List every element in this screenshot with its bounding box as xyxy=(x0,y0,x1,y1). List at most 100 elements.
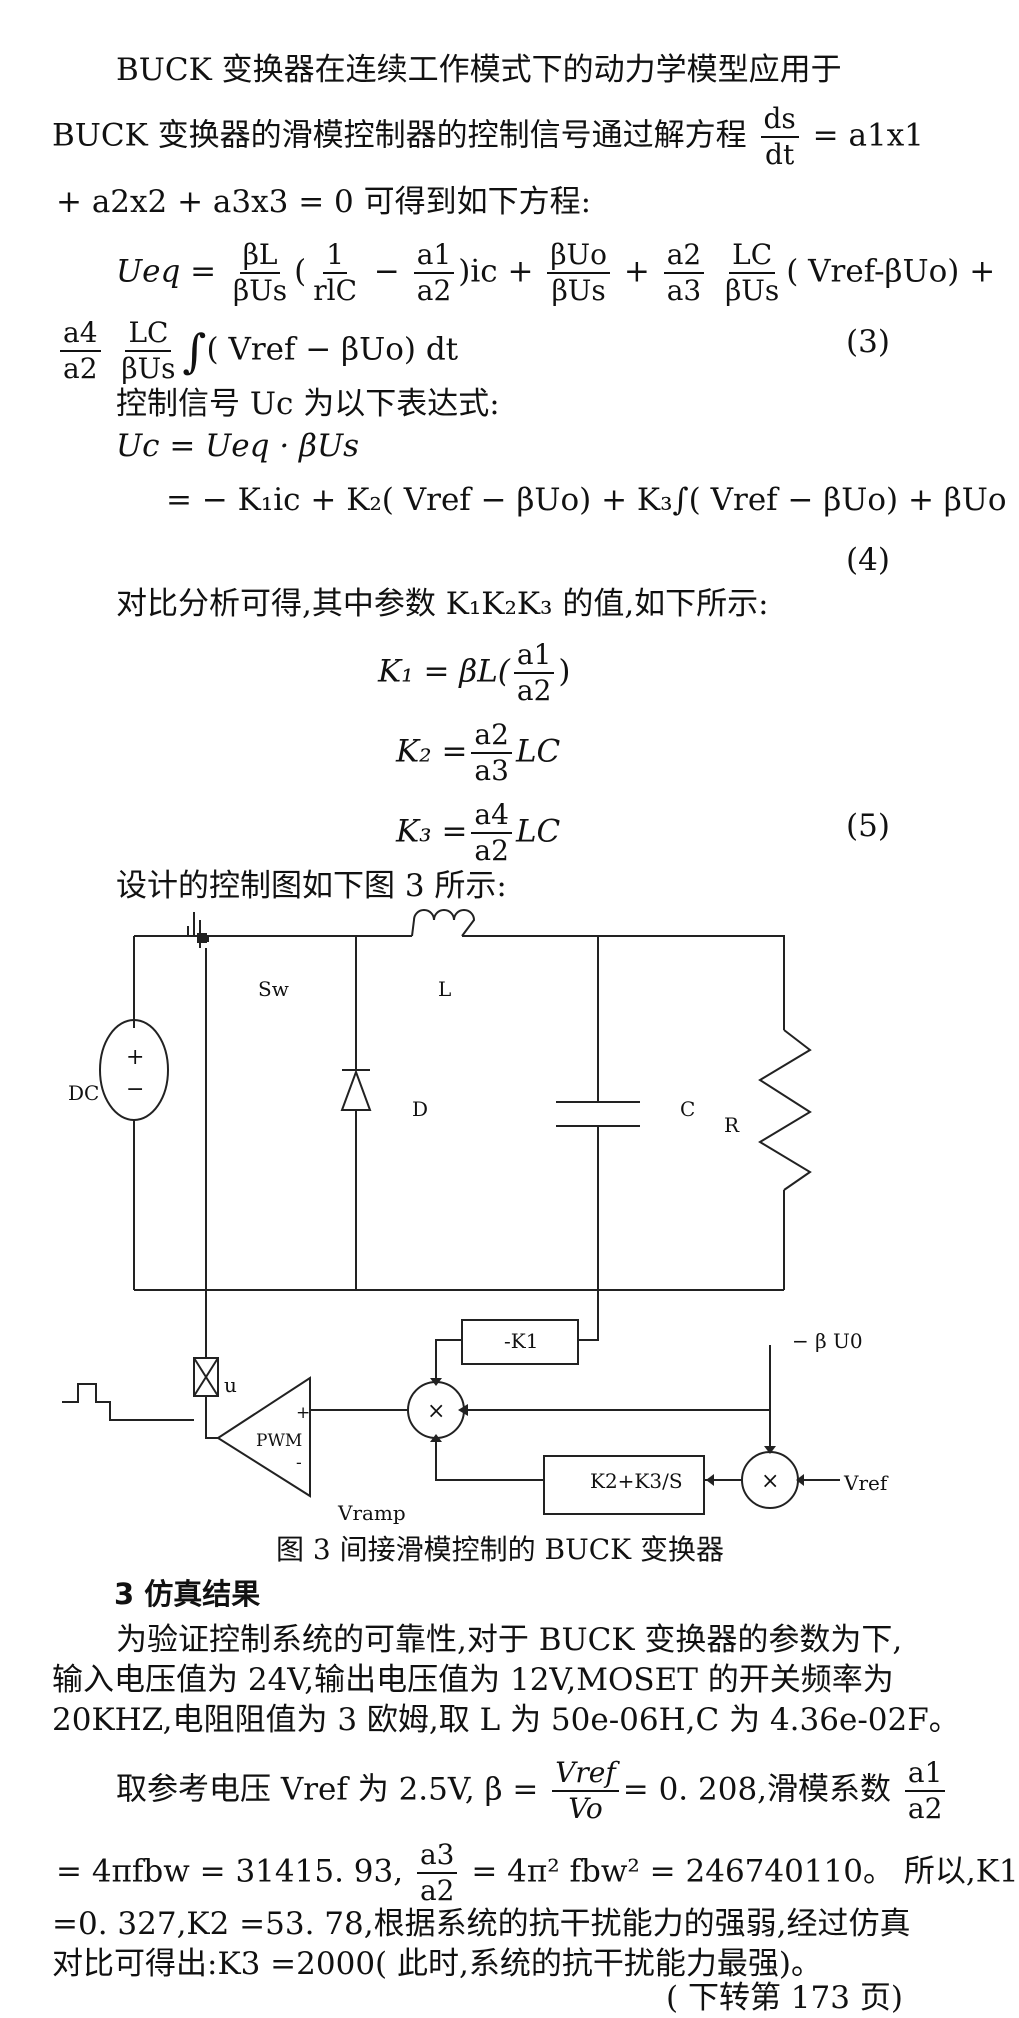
frac-den: a2 xyxy=(907,1792,943,1825)
eq4-number: (4) xyxy=(846,542,890,578)
frac-den: a3 xyxy=(666,274,702,307)
label-r: R xyxy=(724,1113,740,1137)
frac-den: βUs xyxy=(551,274,606,307)
label-u: u xyxy=(224,1373,237,1397)
para6-line3: =0. 327,K2 =53. 78,根据系统的抗干扰能力的强弱,经过仿真 xyxy=(52,1906,911,1942)
arrowhead xyxy=(430,1378,442,1386)
frac-num: LC xyxy=(729,238,776,274)
frac-den: a2 xyxy=(416,274,452,307)
frac-num: a1 xyxy=(513,638,555,674)
frac-num: 1 xyxy=(323,238,348,274)
pwm-comparator-icon xyxy=(216,1376,311,1498)
label-l: L xyxy=(438,977,451,1001)
arrowhead xyxy=(706,1474,714,1486)
label-beta-u0: − β U0 xyxy=(792,1329,863,1353)
k3-lhs: K₃ = xyxy=(396,813,468,850)
eq3-number: (3) xyxy=(846,324,890,360)
wire-pwm-to-gate xyxy=(205,1396,218,1439)
k2-tail: LC xyxy=(515,733,561,770)
k3-tail: LC xyxy=(515,813,561,850)
integral-sign: ∫ xyxy=(182,324,207,378)
frac-den: a2 xyxy=(419,1874,455,1907)
frac-num: LC xyxy=(125,316,172,352)
uc-eq: Uc = Ueq · βUs xyxy=(116,428,360,464)
eq3-tail2: ( Vref − βUo) dt xyxy=(206,331,459,368)
para6-l2-tail: = 4π² fbw² = 246740110。 所以,K1 xyxy=(471,1853,1019,1890)
mosfet-switch-icon xyxy=(187,912,234,948)
frac-den: βUs xyxy=(233,274,288,307)
eq3-plus: + xyxy=(623,253,650,290)
k23-block xyxy=(543,1455,705,1515)
para1-line1: BUCK 变换器在连续工作模式下的动力学模型应用于 xyxy=(116,52,842,88)
frac-num: a3 xyxy=(416,1838,458,1874)
frac-den: dt xyxy=(765,138,795,171)
eq3-ic: )ic + xyxy=(458,253,534,290)
para6-l2-pre: = 4πfbw = 31415. 93, xyxy=(56,1853,404,1890)
frac-den: a3 xyxy=(474,754,509,787)
frac-num: ds xyxy=(760,102,799,138)
para1-line2-tail: = a1x1 xyxy=(812,117,924,154)
frac-num: a4 xyxy=(471,798,512,834)
frac-den: Vo xyxy=(568,1792,603,1825)
frac-num: a1 xyxy=(904,1756,946,1792)
label-pwm: PWM xyxy=(256,1431,302,1451)
label-times-2: × xyxy=(761,1469,779,1494)
figure-caption: 图 3 间接滑模控制的 BUCK 变换器 xyxy=(276,1533,724,1566)
k1-block xyxy=(461,1319,579,1365)
k1-lhs: K₁ = βL( xyxy=(378,653,510,690)
arrowhead xyxy=(764,1446,776,1454)
frac-den: rlC xyxy=(313,274,358,307)
para2-line1: 控制信号 Uc 为以下表达式: xyxy=(116,386,500,422)
frac-num: a1 xyxy=(413,238,455,274)
eq3-tail1: ( Vref-βUo) + xyxy=(786,253,996,290)
section-heading: 3 仿真结果 xyxy=(114,1577,261,1611)
frac-den: a2 xyxy=(63,352,98,385)
frac-num: a4 xyxy=(60,316,101,352)
wire-k23-to-mult1 xyxy=(435,1438,544,1481)
para6-line4: 对比可得出:K3 =2000( 此时,系统的抗干扰能力最强)。 xyxy=(52,1946,822,1982)
label-vref: Vref xyxy=(843,1471,889,1495)
para6-mid: = 0. 208,滑模系数 xyxy=(622,1771,892,1808)
resistor-icon xyxy=(758,1029,812,1191)
arrowhead xyxy=(796,1474,804,1486)
eq5-number: (5) xyxy=(846,808,890,844)
k2-lhs: K₂ = xyxy=(396,733,468,770)
gate-driver-icon xyxy=(193,1357,219,1397)
inductor-icon xyxy=(411,909,476,937)
label-pwm-plus: + xyxy=(296,1403,310,1423)
buck-circuit-diagram: Sw L DC + − D C R -K1 − β U0 u PWM + - ×… xyxy=(62,909,889,1525)
frac-num: Vref xyxy=(552,1756,619,1792)
para1-line3: + a2x2 + a3x3 = 0 可得到如下方程: xyxy=(56,184,592,220)
para6-pre: 取参考电压 Vref 为 2.5V, β = xyxy=(116,1771,539,1808)
label-times-1: × xyxy=(427,1399,445,1424)
eq3-minus: − xyxy=(373,253,400,290)
pulse-waveform-icon xyxy=(62,1383,194,1421)
diode-icon xyxy=(340,1069,372,1111)
para4-line1: 设计的控制图如下图 3 所示: xyxy=(116,868,507,904)
label-c: C xyxy=(680,1097,695,1121)
label-dc: DC xyxy=(68,1081,99,1105)
frac-den: a2 xyxy=(516,674,552,707)
para2-line2: Uc = Ueq · βUs xyxy=(116,426,359,466)
para5-line1: 为验证控制系统的可靠性,对于 BUCK 变换器的参数为下, xyxy=(116,1622,903,1658)
label-minus: − xyxy=(126,1077,144,1102)
continued-note: ( 下转第 173 页) xyxy=(666,1980,903,2016)
arrowhead xyxy=(458,1404,468,1416)
label-d: D xyxy=(412,1097,428,1121)
